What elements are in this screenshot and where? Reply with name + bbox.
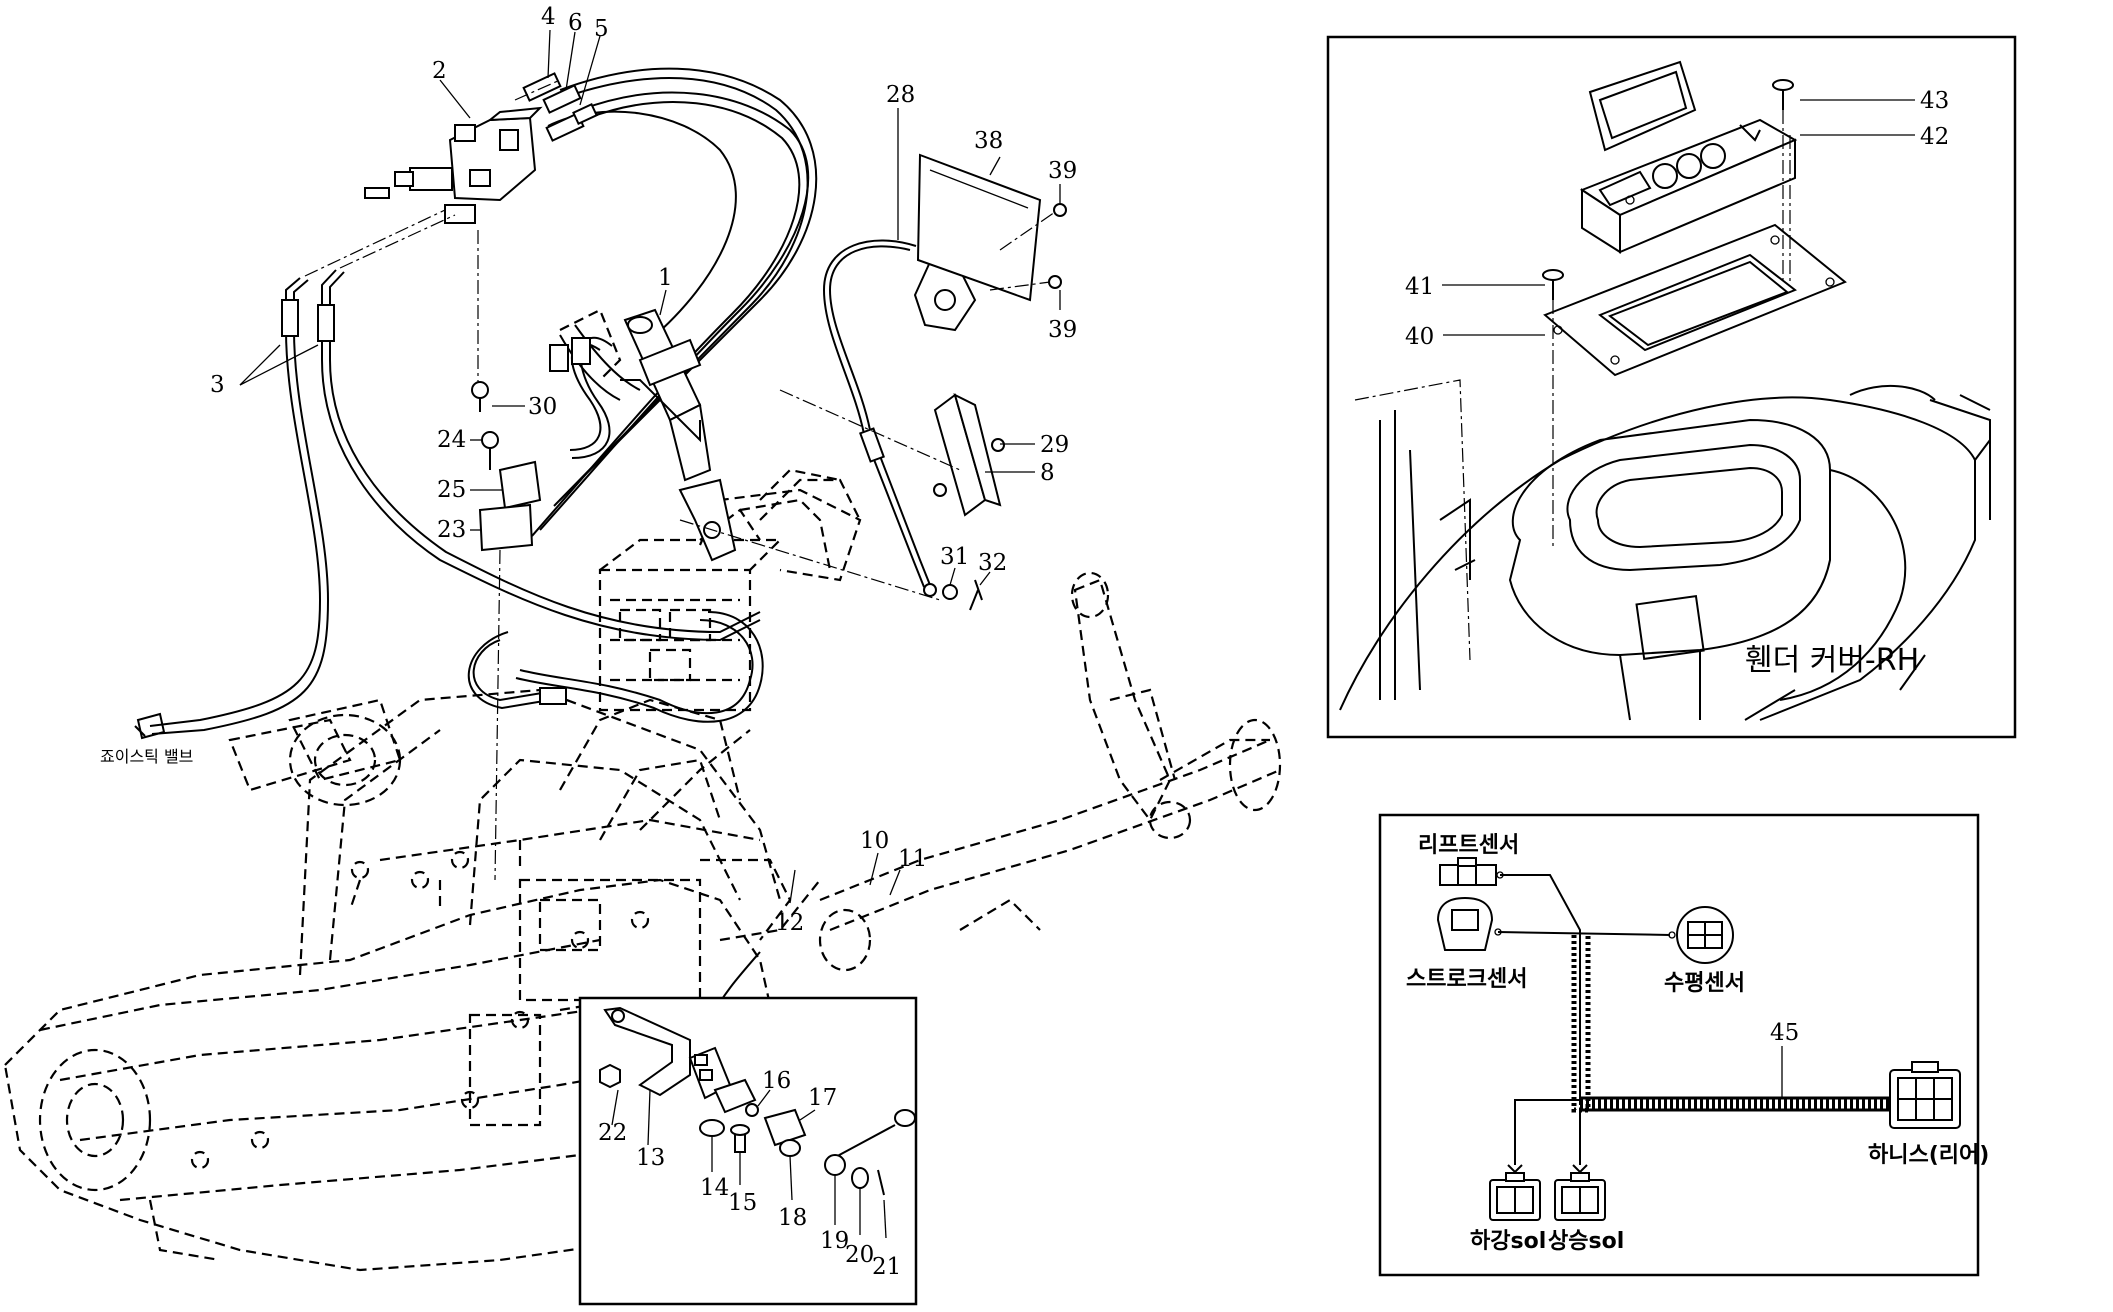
callout-29: 29 — [1040, 432, 1069, 458]
gasket-plate-40 — [1543, 223, 1847, 377]
callout-3: 3 — [210, 372, 225, 398]
callout-39-top: 39 — [1048, 158, 1077, 184]
hydraulic-hoses — [134, 67, 818, 740]
small-parts-left — [471, 381, 542, 881]
callout-31: 31 — [940, 544, 969, 570]
lift-sensor-label: 리프트센서 — [1418, 833, 1519, 858]
main-callout-numbers: 1 2 3 4 5 6 8 10 11 12 23 24 25 28 29 30… — [210, 4, 1077, 936]
callout-11: 11 — [898, 846, 927, 872]
inset-frame — [578, 996, 918, 1306]
callout-41: 41 — [1405, 274, 1434, 300]
callout-14: 14 — [700, 1175, 729, 1201]
callout-20: 20 — [845, 1242, 874, 1268]
sensor-inset: 13 14 15 16 17 18 19 20 21 22 — [578, 996, 918, 1306]
part-19 — [824, 1154, 846, 1176]
part-18 — [779, 1139, 801, 1157]
screw-43 — [1772, 79, 1794, 91]
part-16 — [745, 1103, 759, 1117]
fender-panel: 40 41 42 43 휀더 커버-RH — [1326, 35, 2017, 739]
callout-5: 5 — [594, 16, 609, 42]
screw-41 — [1542, 269, 1564, 281]
part-17 — [763, 1108, 807, 1147]
bracket-8 — [679, 389, 1005, 601]
part-20 — [851, 1167, 869, 1189]
wiring-frame — [1378, 813, 1980, 1277]
callout-8: 8 — [1040, 460, 1055, 486]
rear-harness-label: 하니스(리어) — [1868, 1143, 1989, 1168]
plate-38 — [916, 153, 1067, 302]
callout-22: 22 — [598, 1120, 627, 1146]
part-14 — [699, 1119, 725, 1137]
fender-frame — [1326, 35, 2017, 739]
joystick-valve-label: 죠이스틱 밸브 — [100, 747, 193, 766]
top-fittings — [514, 72, 598, 142]
callout-15: 15 — [728, 1190, 757, 1216]
callout-18: 18 — [778, 1205, 807, 1231]
callout-12: 12 — [775, 910, 804, 936]
callout-10: 10 — [860, 828, 889, 854]
leaders-main — [239, 29, 1061, 904]
callout-16: 16 — [762, 1068, 791, 1094]
fender-cover-label: 휀더 커버-RH — [1745, 643, 1919, 678]
callout-2: 2 — [432, 58, 447, 84]
callout-28: 28 — [886, 82, 915, 108]
part-21 — [877, 1169, 885, 1196]
up-sol-label: 상승sol — [1548, 1229, 1624, 1254]
callout-6: 6 — [568, 10, 583, 36]
callout-45: 45 — [1770, 1020, 1799, 1046]
callout-1: 1 — [658, 265, 673, 291]
callout-30: 30 — [528, 394, 557, 420]
callout-21: 21 — [872, 1254, 901, 1280]
down-sol-label: 하강sol — [1470, 1229, 1546, 1254]
callout-42: 42 — [1920, 124, 1949, 150]
callout-24: 24 — [437, 427, 466, 453]
main-assembly: 1 2 3 4 5 6 8 10 11 12 23 24 25 28 29 30… — [3, 4, 1282, 1272]
callout-19: 19 — [820, 1228, 849, 1254]
control-cable-28 — [822, 239, 983, 611]
callout-40: 40 — [1405, 324, 1434, 350]
callout-17: 17 — [808, 1085, 837, 1111]
callout-38: 38 — [974, 128, 1003, 154]
callout-25: 25 — [437, 477, 466, 503]
nut-22 — [599, 1063, 621, 1089]
callout-13: 13 — [636, 1145, 665, 1171]
callout-23: 23 — [437, 517, 466, 543]
level-sensor-label: 수평센서 — [1664, 971, 1745, 996]
cylinder-1 — [559, 308, 832, 571]
wiring-panel: 리프트센서 스트로크센서 수평센서 45 하니스(리어) 하강sol 상승sol — [1378, 813, 1989, 1277]
callout-39-bottom: 39 — [1048, 317, 1077, 343]
stroke-sensor — [1436, 896, 1494, 951]
hose-lower — [467, 631, 567, 710]
lift-sensor-connector — [1439, 864, 1497, 886]
stroke-sensor-label: 스트로크센서 — [1406, 967, 1527, 992]
top-valve-2 — [304, 106, 543, 390]
callout-4: 4 — [541, 4, 556, 30]
rod-eye — [894, 1109, 916, 1127]
callout-43: 43 — [1920, 88, 1949, 114]
callout-32: 32 — [978, 550, 1007, 576]
